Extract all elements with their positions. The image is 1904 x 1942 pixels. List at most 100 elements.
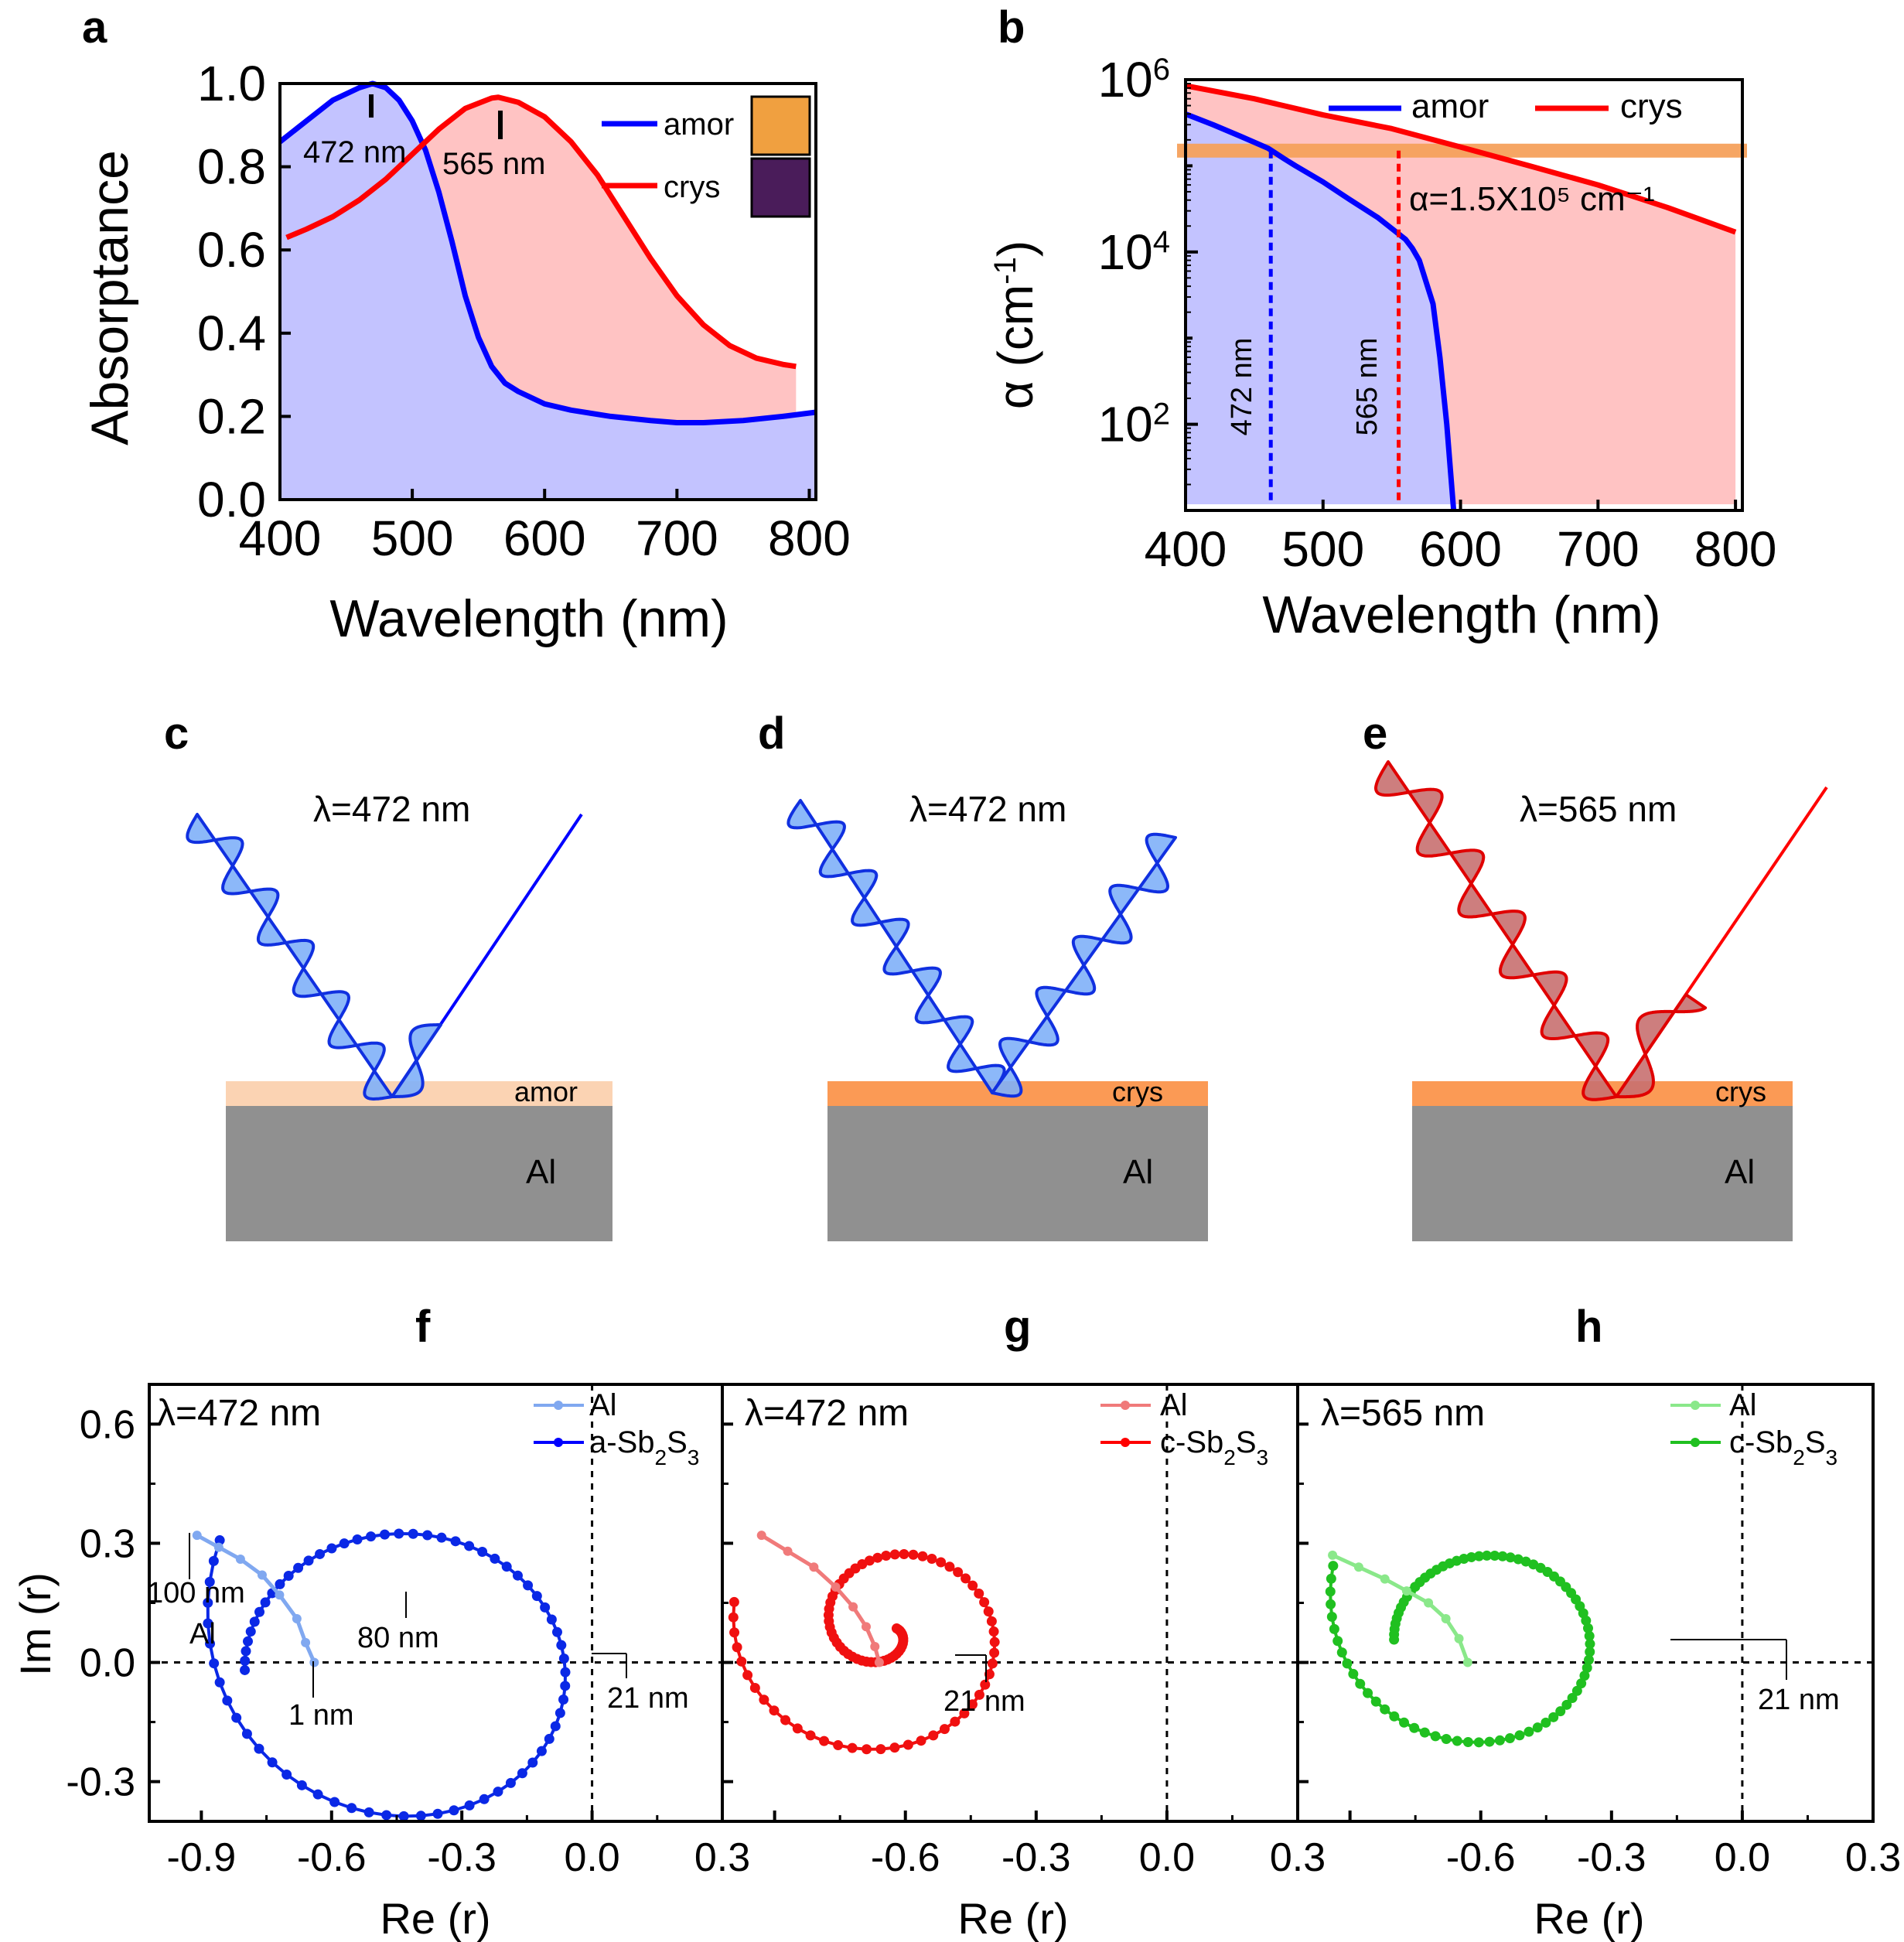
h-annotation-21nm: 21 nm <box>1758 1684 1840 1716</box>
sb2s3-point <box>780 1715 791 1725</box>
sb2s3-point <box>959 1708 970 1718</box>
sb2s3-point <box>240 1664 251 1675</box>
xtick-label: 400 <box>239 510 322 566</box>
sb2s3-point <box>293 1562 304 1573</box>
sb2s3-point <box>267 1757 278 1768</box>
sb2s3-point <box>1441 1734 1452 1745</box>
al-point <box>1401 1586 1411 1596</box>
f-title: λ=472 nm <box>157 1393 321 1434</box>
sb2s3-point <box>1380 1704 1390 1715</box>
legend-amor-label: amor <box>664 108 734 142</box>
al-point <box>192 1531 202 1541</box>
panel-letter-c: c <box>164 708 189 759</box>
g-title: λ=472 nm <box>745 1393 909 1434</box>
al-point <box>756 1531 766 1541</box>
sb2s3-point <box>950 1716 961 1727</box>
sb2s3-point <box>536 1746 547 1756</box>
wave-e <box>1374 760 1828 1101</box>
sb2s3-point <box>205 1638 216 1649</box>
panel-letter-h: h <box>1575 1302 1602 1352</box>
sb2s3-point <box>928 1730 939 1741</box>
legend-amor-label-b: amor <box>1411 87 1489 125</box>
sb2s3-point <box>380 1529 391 1540</box>
sb2s3-point <box>254 1606 265 1617</box>
g-legend-al: Al <box>1160 1388 1188 1422</box>
sb2s3-point <box>989 1637 1000 1647</box>
sb2s3-point <box>979 1597 990 1608</box>
sb2s3-point <box>984 1669 995 1680</box>
sb2s3-point <box>899 1548 909 1559</box>
xtick-label: 600 <box>503 510 586 566</box>
sb2s3-point <box>974 1689 984 1700</box>
substrate-label: Al <box>1725 1153 1755 1191</box>
alpha-areas <box>1186 85 1736 511</box>
xtick-label: 0.3 <box>694 1835 750 1880</box>
xtick-label: 800 <box>768 510 851 566</box>
absorptance-areas <box>280 84 816 500</box>
sb2s3-point <box>1430 1731 1441 1742</box>
al-point <box>783 1546 793 1556</box>
ytick-label: 0.2 <box>197 388 266 444</box>
sb2s3-point <box>527 1757 538 1768</box>
sb2s3-point <box>544 1733 554 1744</box>
xtick-label: 0.0 <box>564 1835 619 1880</box>
sb2s3-point <box>222 1695 233 1706</box>
sb2s3-point <box>558 1654 569 1664</box>
sb2s3-point <box>749 1682 760 1693</box>
ytick-label: 0.6 <box>80 1402 135 1447</box>
sb2s3-point <box>501 1561 512 1572</box>
sb2s3-point <box>1452 1736 1462 1746</box>
sb2s3-point <box>493 1787 503 1797</box>
sb2s3-point <box>464 1800 475 1811</box>
al-curve <box>760 1534 882 1664</box>
f-annotation-80nm: 80 nm <box>357 1622 439 1654</box>
reflection-diagram-d: crys Al λ=472 nm <box>787 789 1208 1241</box>
sb2s3-point <box>490 1553 500 1564</box>
al-point <box>1380 1574 1390 1584</box>
area-amor <box>1186 114 1454 511</box>
sb2s3-point <box>1489 1550 1500 1561</box>
panel-letter-f: f <box>415 1302 431 1352</box>
sb2s3-point <box>729 1596 739 1607</box>
al-point <box>213 1542 223 1552</box>
xtick-label: 0.0 <box>1139 1835 1195 1880</box>
sb2s3-point <box>422 1530 433 1541</box>
sb2s3-point <box>282 1769 292 1780</box>
film-label: crys <box>1112 1076 1163 1108</box>
sb2s3-point <box>903 1739 913 1750</box>
sb2s3-point <box>833 1740 844 1751</box>
line-crys <box>285 94 797 370</box>
xtick-label: 400 <box>1145 521 1227 577</box>
h-xlabel: Re (r) <box>1534 1894 1644 1942</box>
sb2s3-point <box>967 1580 978 1591</box>
g-legend-sb-dot <box>1121 1438 1130 1447</box>
ytick-label: 1.0 <box>197 56 266 111</box>
sb2s3-point <box>363 1807 374 1817</box>
sb2s3-point <box>1585 1647 1595 1657</box>
sb2s3-point <box>1548 1712 1559 1722</box>
g-xlabel: Re (r) <box>957 1894 1068 1942</box>
sb2s3-point <box>769 1705 780 1716</box>
panel-letter-d: d <box>758 708 785 759</box>
sb2s3-point <box>203 1618 213 1629</box>
wave-shape <box>1615 993 1708 1099</box>
f-legend-al: Al <box>589 1388 617 1422</box>
al-point <box>301 1637 311 1647</box>
sb2s3-point <box>1370 1696 1381 1707</box>
reflection-diagram-e: crys Al λ=565 nm <box>1374 760 1828 1241</box>
sb2s3-point <box>209 1658 220 1669</box>
sb2s3-point <box>283 1571 294 1582</box>
sb2s3-point <box>436 1532 447 1543</box>
sb2s3-point <box>728 1612 739 1623</box>
sb2s3-point <box>891 1623 902 1634</box>
ytick-label: 0.6 <box>197 222 266 278</box>
sb2s3-point <box>875 1744 886 1755</box>
sb2s3-point <box>432 1808 443 1819</box>
panel-letter-g: g <box>1004 1302 1031 1352</box>
xtick-label: -0.6 <box>297 1835 367 1880</box>
film-label: crys <box>1715 1076 1766 1108</box>
sb2s3-point <box>736 1656 747 1667</box>
peak-label-565: 565 nm <box>442 147 545 181</box>
